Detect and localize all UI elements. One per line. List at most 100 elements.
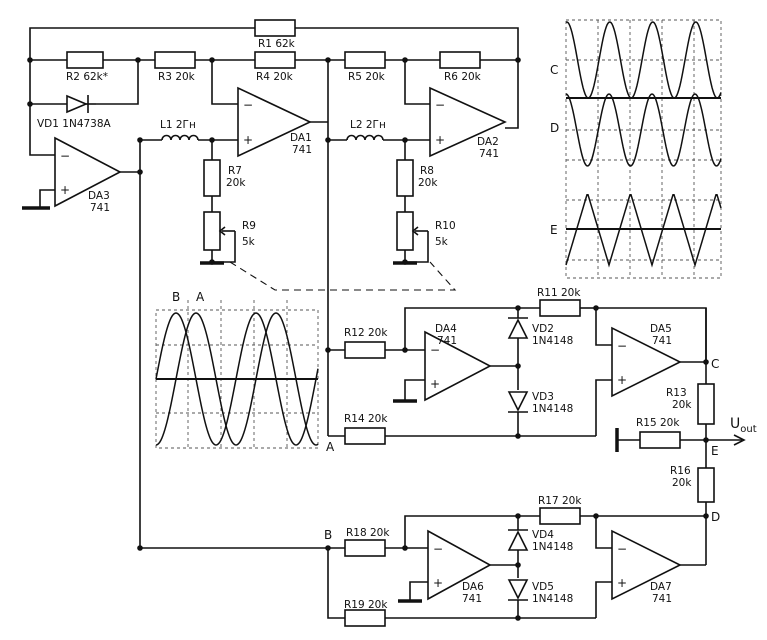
waveform-labels: C D E B A bbox=[172, 63, 559, 304]
waveform-a bbox=[155, 312, 319, 446]
svg-text:−: − bbox=[433, 542, 443, 556]
resistor-r15 bbox=[639, 431, 681, 449]
diode-vd5 bbox=[507, 579, 529, 601]
label-da5-type: 741 bbox=[652, 335, 672, 347]
output-label: Uout bbox=[730, 416, 757, 435]
waveform-d bbox=[565, 93, 722, 167]
label-r15: R15 20k bbox=[636, 417, 680, 429]
wave-label-d: D bbox=[550, 121, 559, 135]
resistor-r17 bbox=[539, 507, 581, 525]
diode-vd2 bbox=[507, 317, 529, 339]
label-da7: DA7 bbox=[650, 581, 672, 593]
label-r17: R17 20k bbox=[538, 495, 582, 507]
svg-text:+: + bbox=[433, 576, 443, 590]
resistor-r8 bbox=[396, 159, 414, 197]
resistor-r4 bbox=[254, 51, 296, 69]
waveform-c bbox=[565, 21, 722, 99]
svg-text:+: + bbox=[435, 133, 445, 147]
label-da4-type: 741 bbox=[437, 335, 457, 347]
resistor-r6 bbox=[439, 51, 481, 69]
svg-text:−: − bbox=[430, 343, 440, 357]
svg-text:+: + bbox=[617, 576, 627, 590]
label-da4: DA4 bbox=[435, 323, 457, 335]
svg-text:−: − bbox=[617, 339, 627, 353]
label-vd3-type: 1N4148 bbox=[532, 403, 573, 415]
component-labels: R1 62k R2 62k* R3 20k R4 20k R5 20k R6 2… bbox=[37, 38, 692, 611]
ground-symbols bbox=[22, 206, 619, 603]
resistor-r5 bbox=[344, 51, 386, 69]
label-da5: DA5 bbox=[650, 323, 672, 335]
wave-label-b: B bbox=[172, 290, 180, 304]
opamp-da1: −+ bbox=[237, 86, 312, 158]
svg-text:+: + bbox=[243, 133, 253, 147]
svg-text:+: + bbox=[617, 373, 627, 387]
waveform-e bbox=[565, 193, 722, 268]
resistor-r14 bbox=[344, 427, 386, 445]
opamp-da3: −+ bbox=[54, 136, 122, 208]
resistor-r2 bbox=[66, 51, 104, 69]
resistors bbox=[66, 19, 715, 627]
waveform-b bbox=[155, 312, 319, 446]
resistor-r9 bbox=[203, 211, 221, 251]
svg-text:−: − bbox=[243, 98, 253, 112]
node-e: E bbox=[711, 444, 719, 458]
label-r8: R8 bbox=[420, 165, 434, 177]
opamp-da4: −+ bbox=[424, 330, 492, 402]
node-labels: A B C D E Uout bbox=[324, 357, 757, 542]
resistor-r19 bbox=[344, 609, 386, 627]
resistor-r11 bbox=[539, 299, 581, 317]
label-da6-type: 741 bbox=[462, 593, 482, 605]
label-da3: DA3 bbox=[88, 190, 110, 202]
label-vd4-type: 1N4148 bbox=[532, 541, 573, 553]
middle-wiring bbox=[385, 307, 746, 516]
label-vd3: VD3 bbox=[532, 391, 554, 403]
label-r3: R3 20k bbox=[158, 71, 196, 83]
diode-vd3 bbox=[507, 391, 529, 413]
label-r2: R2 62k* bbox=[66, 71, 108, 83]
label-r1: R1 62k bbox=[258, 38, 296, 50]
label-l1: L1 2Гн bbox=[160, 119, 196, 131]
svg-text:−: − bbox=[435, 98, 445, 112]
oscillogram-cde bbox=[565, 19, 722, 279]
label-r10: R10 bbox=[435, 220, 456, 232]
svg-text:+: + bbox=[60, 183, 70, 197]
diode-vd4 bbox=[507, 529, 529, 551]
label-r16-val: 20k bbox=[672, 477, 692, 489]
resistor-r13 bbox=[697, 383, 715, 425]
svg-text:−: − bbox=[617, 542, 627, 556]
label-da7-type: 741 bbox=[652, 593, 672, 605]
diode-vd1 bbox=[66, 94, 96, 114]
resistor-r12 bbox=[344, 341, 386, 359]
label-da2-type: 741 bbox=[479, 148, 499, 160]
label-r6: R6 20k bbox=[444, 71, 482, 83]
wave-label-e: E bbox=[550, 223, 558, 237]
opamp-da7: −+ bbox=[611, 529, 682, 601]
label-r5: R5 20k bbox=[348, 71, 386, 83]
upper-wiring bbox=[29, 27, 519, 548]
resistor-r1 bbox=[254, 19, 296, 37]
label-da6: DA6 bbox=[462, 581, 484, 593]
label-r18: R18 20k bbox=[346, 527, 390, 539]
label-da3-type: 741 bbox=[90, 202, 110, 214]
resistor-r10 bbox=[396, 211, 414, 251]
label-da1-type: 741 bbox=[292, 144, 312, 156]
lower-wiring bbox=[140, 515, 707, 619]
junction-dots bbox=[27, 57, 709, 621]
label-r13: R13 bbox=[666, 387, 687, 399]
label-r11: R11 20k bbox=[537, 287, 581, 299]
label-vd4: VD4 bbox=[532, 529, 554, 541]
label-vd5-type: 1N4148 bbox=[532, 593, 573, 605]
svg-text:−: − bbox=[60, 149, 70, 163]
node-a: A bbox=[326, 440, 335, 454]
oscillogram-ab bbox=[155, 300, 319, 449]
opamp-da5: −+ bbox=[611, 326, 682, 398]
label-r13-val: 20k bbox=[672, 399, 692, 411]
label-da2: DA2 bbox=[477, 136, 499, 148]
label-r16: R16 bbox=[670, 465, 691, 477]
inductor-l1 bbox=[161, 134, 199, 141]
label-vd2-type: 1N4148 bbox=[532, 335, 573, 347]
node-c: C bbox=[711, 357, 719, 371]
label-r7-val: 20k bbox=[226, 177, 246, 189]
resistor-r18 bbox=[344, 539, 386, 557]
